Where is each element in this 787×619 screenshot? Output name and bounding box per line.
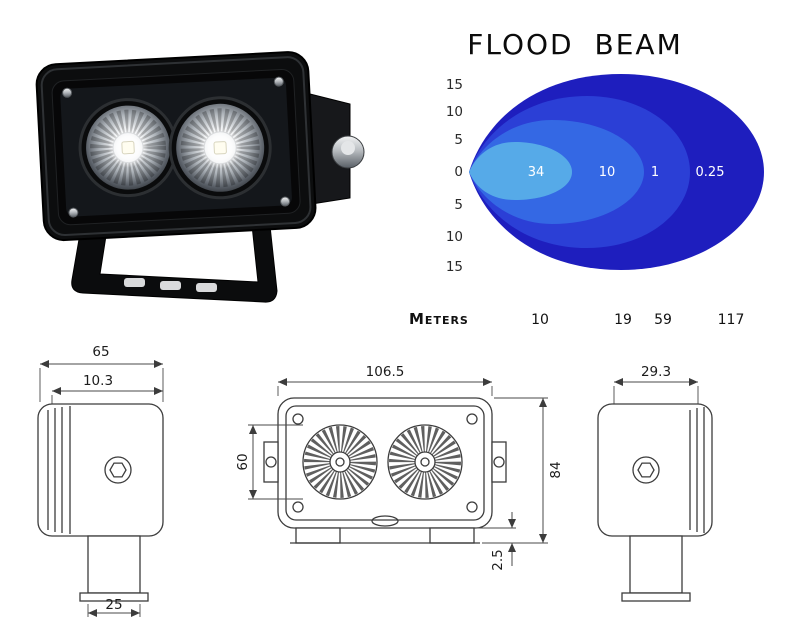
dim-lens-offset-10-3: 10.3 (83, 373, 113, 389)
x-tick: 19 (614, 312, 632, 328)
x-axis: Meters 10 19 59 117 (409, 310, 744, 328)
lens-drawing-right (387, 424, 463, 500)
led-lens-right (168, 96, 272, 200)
chart-title: FLOOD BEAM (467, 28, 682, 61)
corner-screw-icon (292, 413, 304, 425)
zone-lux-labels: 34 10 1 0.25 (528, 165, 725, 180)
zone-label-0-25: 0.25 (696, 165, 725, 180)
flood-beam-chart: FLOOD BEAM 15 10 5 0 5 10 15 34 10 1 0.2… (409, 28, 764, 328)
y-axis-ticks: 15 10 5 0 5 10 15 (446, 77, 463, 275)
y-tick: 5 (454, 132, 463, 148)
side-view-right: 29.3 (597, 364, 713, 602)
dim-plate-gap-2-5: 2.5 (490, 549, 506, 570)
bracket-slot (160, 281, 181, 290)
y-tick: 5 (454, 197, 463, 213)
bracket-slot (196, 283, 217, 292)
corner-screw-icon (280, 196, 291, 207)
front-view: 106.5 60 (235, 364, 564, 571)
dim-base-width-25: 25 (105, 597, 122, 613)
dim-lens-height-60: 60 (235, 453, 251, 470)
pivot-bolt-icon (104, 456, 132, 484)
x-tick: 117 (718, 312, 745, 328)
zone-label-1: 1 (651, 165, 659, 180)
corner-screw-icon (292, 501, 304, 513)
y-tick: 10 (446, 104, 463, 120)
product-photo (35, 51, 365, 303)
light-housing (35, 51, 317, 242)
zone-label-10: 10 (599, 165, 616, 180)
logo-badge (371, 515, 399, 527)
corner-screw-icon (273, 76, 284, 87)
corner-screw-icon (68, 207, 79, 218)
beam-zone-34-lux (469, 142, 572, 200)
side-tab (263, 441, 279, 483)
corner-screw-icon (466, 413, 478, 425)
x-tick: 10 (531, 312, 549, 328)
beam-zones (469, 74, 764, 270)
x-tick: 59 (654, 312, 672, 328)
y-tick: 15 (446, 77, 463, 93)
dim-overall-width-106-5: 106.5 (366, 364, 405, 380)
pivot-bolt-icon (632, 456, 660, 484)
x-axis-label: Meters (409, 310, 469, 328)
y-tick: 0 (454, 164, 463, 180)
y-tick: 15 (446, 259, 463, 275)
y-tick: 10 (446, 229, 463, 245)
dimension-drawings: 65 10.3 25 106.5 (37, 344, 713, 617)
mounting-bracket-photo (71, 221, 278, 303)
corner-screw-icon (62, 87, 73, 98)
dim-overall-height-84: 84 (548, 461, 564, 478)
lens-drawing-left (302, 424, 378, 500)
bracket-foot (429, 527, 475, 544)
bracket-slot (124, 278, 145, 287)
dim-overall-depth-29-3: 29.3 (641, 364, 671, 380)
side-view-left: 65 10.3 25 (37, 344, 164, 617)
dim-overall-width-65: 65 (92, 344, 109, 360)
led-lens-left (78, 98, 178, 198)
side-tab (491, 441, 507, 483)
bracket-foot (295, 527, 341, 544)
zone-label-34: 34 (528, 165, 545, 180)
corner-screw-icon (466, 501, 478, 513)
